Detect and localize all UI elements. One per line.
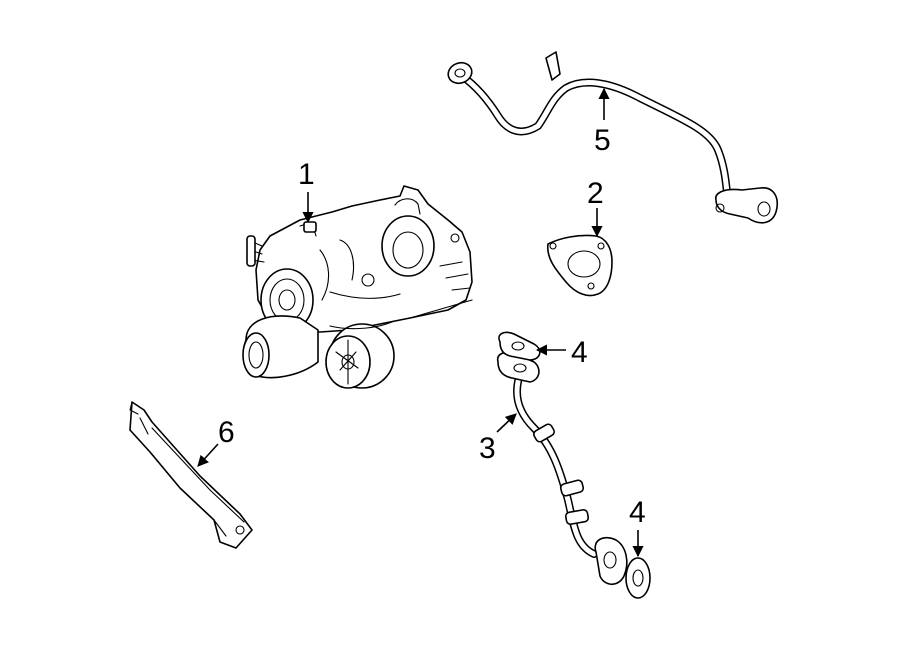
part-6-bracket[interactable] — [129, 401, 253, 549]
callout-4-lower: 4 — [629, 496, 646, 529]
callout-3: 3 — [479, 432, 496, 465]
leader-3 — [496, 413, 517, 433]
part-2-gasket[interactable] — [546, 234, 613, 297]
part-5-oil-feed-line[interactable] — [445, 51, 778, 224]
leader-6 — [197, 443, 219, 467]
part-4-gasket-lower[interactable] — [625, 557, 651, 599]
callout-1: 1 — [298, 158, 315, 191]
callout-5: 5 — [594, 124, 611, 157]
callout-6: 6 — [218, 416, 235, 449]
part-1-turbocharger[interactable] — [242, 185, 473, 389]
part-3-oil-return-pipe[interactable] — [496, 351, 628, 586]
callout-2: 2 — [587, 177, 604, 210]
callout-4-upper: 4 — [571, 336, 588, 369]
